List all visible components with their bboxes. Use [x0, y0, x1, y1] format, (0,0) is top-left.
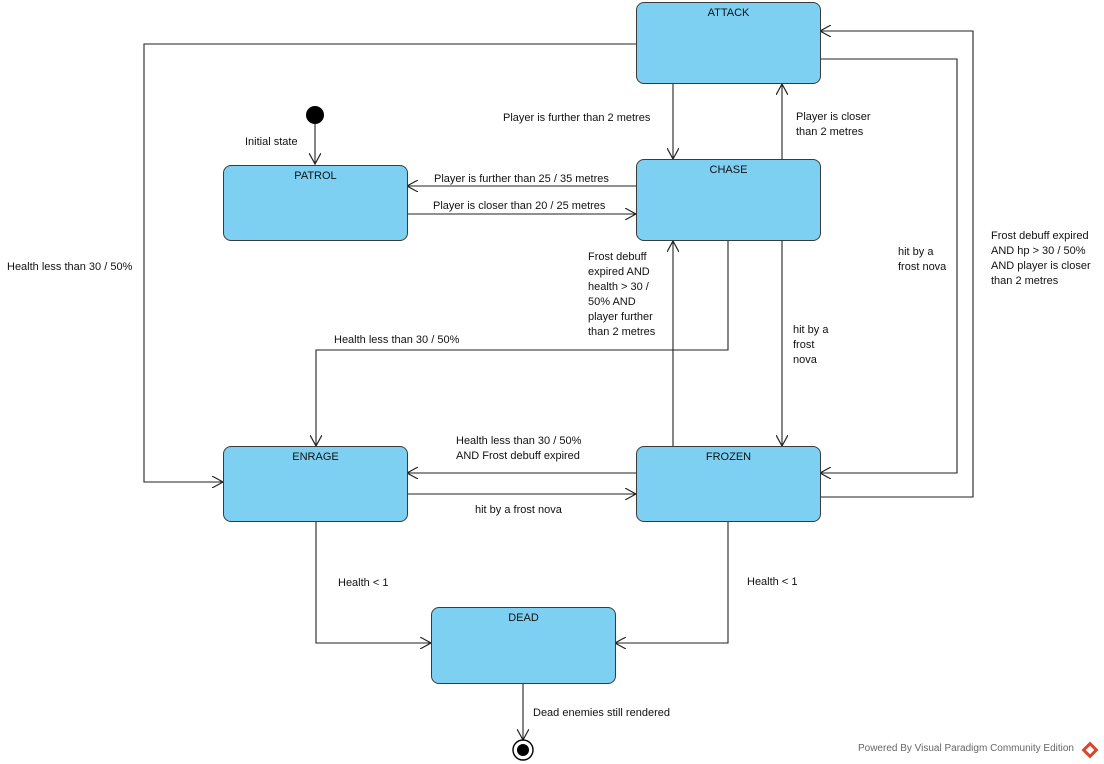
label-enrage-to-frozen: hit by a frost nova	[475, 504, 562, 516]
label-enrage-to-dead: Health < 1	[338, 577, 389, 589]
label-attack-to-enrage: Health less than 30 / 50%	[7, 261, 133, 273]
transition-frozen-to-dead	[615, 522, 729, 643]
label-chase-to-enrage: Health less than 30 / 50%	[334, 334, 460, 346]
state-attack[interactable]: ATTACK	[636, 2, 821, 84]
label-frozen-to-chase: Frost debuff expired AND health > 30 / 5…	[588, 251, 656, 338]
state-chase-name: CHASE	[709, 164, 748, 176]
label-frozen-to-attack: Frost debuff expired AND hp > 30 / 50% A…	[991, 230, 1091, 287]
powered-by-footer: Powered By Visual Paradigm Community Edi…	[857, 743, 1074, 754]
label-frozen-to-enrage: Health less than 30 / 50% AND Frost debu…	[456, 435, 582, 462]
state-attack-name: ATTACK	[707, 7, 750, 19]
label-frozen-to-dead: Health < 1	[747, 576, 798, 588]
state-frozen[interactable]: FROZEN	[636, 446, 821, 522]
state-enrage-name: ENRAGE	[292, 451, 339, 463]
transition-enrage-to-dead	[315, 522, 431, 643]
state-dead-name: DEAD	[508, 612, 539, 624]
state-frozen-name: FROZEN	[705, 451, 752, 463]
transition-frozen-to-attack	[820, 31, 974, 498]
label-chase-to-patrol: Player is further than 25 / 35 metres	[434, 173, 609, 185]
label-attack-to-chase: Player is further than 2 metres	[503, 112, 651, 124]
initial-state-node	[306, 106, 324, 124]
state-enrage[interactable]: ENRAGE	[223, 446, 408, 522]
label-chase-to-frozen: hit by a frost nova	[793, 324, 829, 366]
transition-attack-to-frozen	[820, 58, 958, 473]
transition-attack-to-enrage	[143, 43, 636, 482]
final-state-node-dot	[517, 744, 529, 756]
label-dead-to-final: Dead enemies still rendered	[533, 707, 670, 719]
state-patrol-name: PATROL	[294, 170, 337, 182]
state-dead[interactable]: DEAD	[431, 607, 616, 684]
label-attack-to-frozen: hit by a frost nova	[898, 246, 947, 273]
transition-chase-to-enrage	[316, 241, 729, 446]
label-chase-to-attack: Player is closer than 2 metres	[796, 111, 871, 138]
label-initial-state: Initial state	[245, 136, 298, 148]
state-chase[interactable]: CHASE	[636, 159, 821, 241]
label-patrol-to-chase: Player is closer than 20 / 25 metres	[433, 200, 606, 212]
state-patrol[interactable]: PATROL	[223, 165, 408, 241]
